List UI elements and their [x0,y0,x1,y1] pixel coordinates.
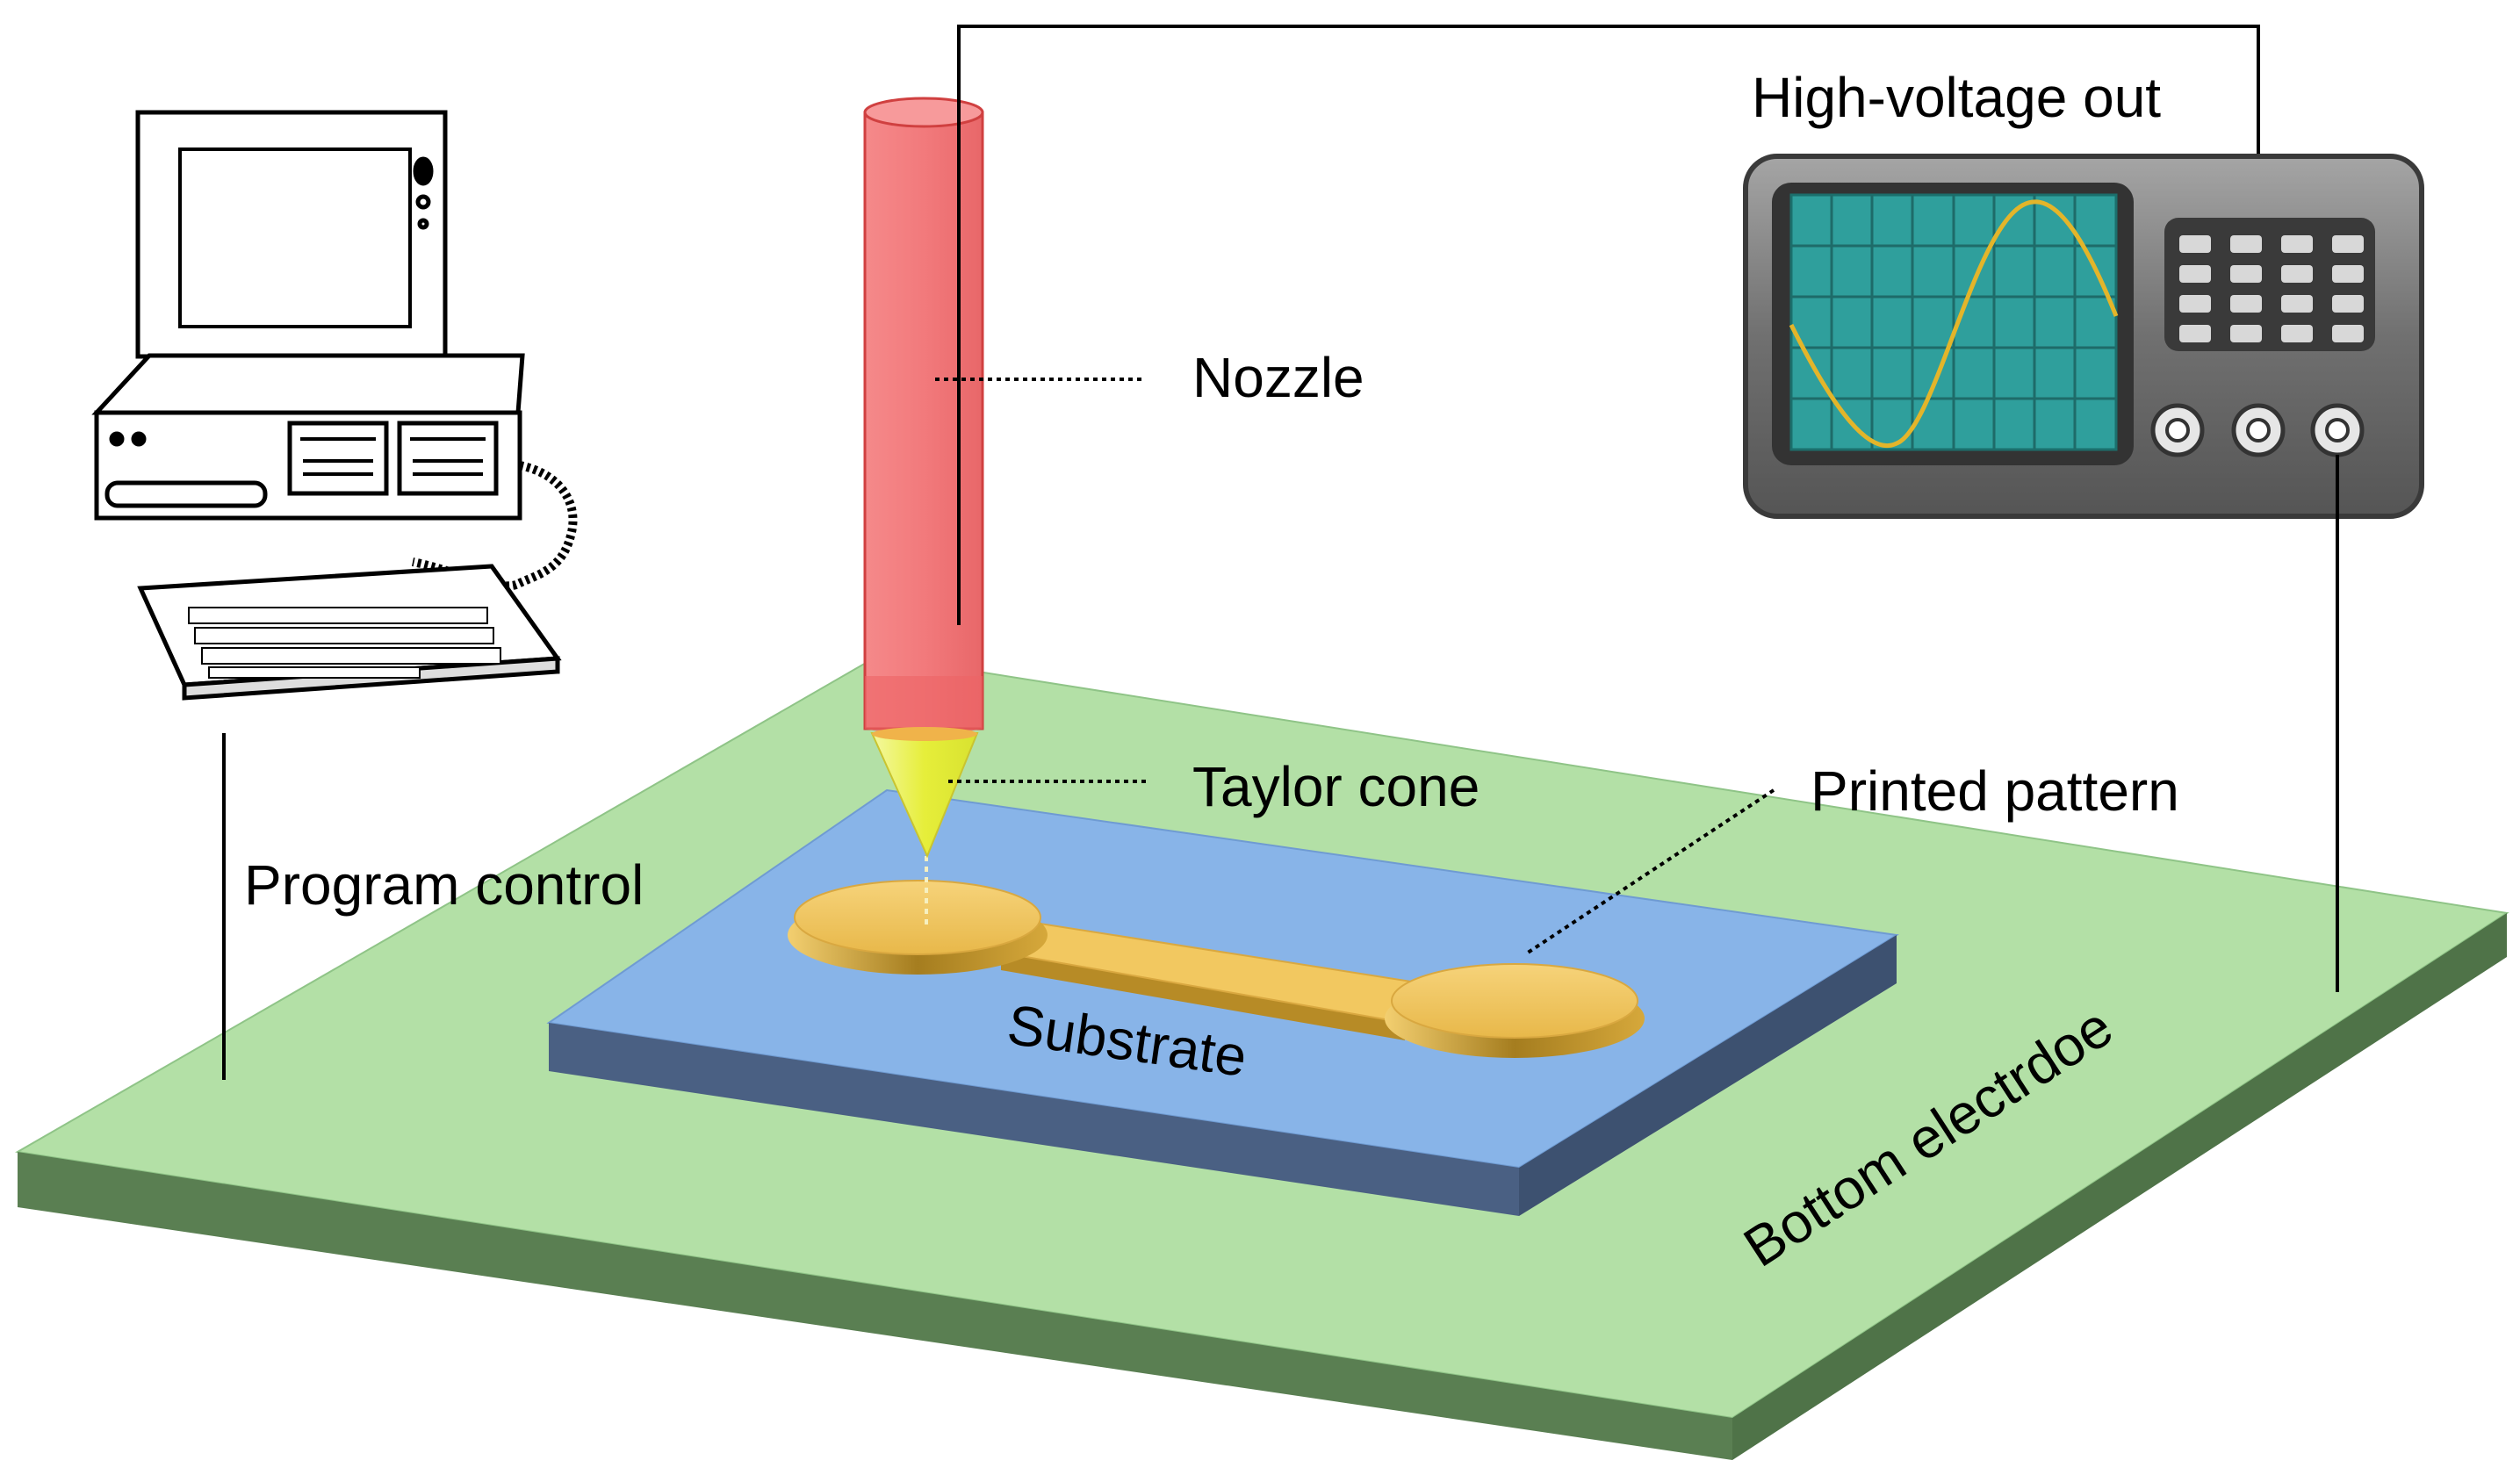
taylor-cone-rim [872,727,977,741]
drive-bay-1 [287,421,389,496]
pattern-bridge-side [1001,953,1405,1040]
nozzle-tip-band [865,676,983,736]
nozzle-body [863,111,984,730]
monitor-screen [178,147,412,328]
scope-keypad [2164,218,2375,351]
scope-grid [1791,195,2116,450]
label-printed-pattern: Printed pattern [1811,759,2179,823]
keyboard-keys [188,607,501,679]
scope-keys [2179,235,2364,342]
drive-bay-2 [397,421,499,496]
nozzle-top-rim [863,97,984,128]
electrode-right-face [1732,913,2507,1460]
label-program-control: Program control [244,853,644,917]
substrate-right-face [1519,935,1897,1216]
scope-connectors [2150,403,2365,457]
desktop-computer-icon [91,110,578,701]
nozzle [863,97,984,736]
oscilloscope-icon [1743,154,2424,519]
computer-case-top [91,353,525,415]
substrate-front-face [549,1023,1519,1216]
label-taylor-cone: Taylor cone [1192,755,1480,818]
electrode-front-face [18,1152,1732,1460]
right-pad-top [1391,963,1638,1039]
printed-pattern [788,880,1645,1058]
label-nozzle: Nozzle [1192,346,1364,409]
taylor-cone [870,727,979,859]
label-high-voltage: High-voltage out [1752,66,2161,129]
scope-waveform [1789,199,2119,449]
left-pad-top [794,880,1041,955]
